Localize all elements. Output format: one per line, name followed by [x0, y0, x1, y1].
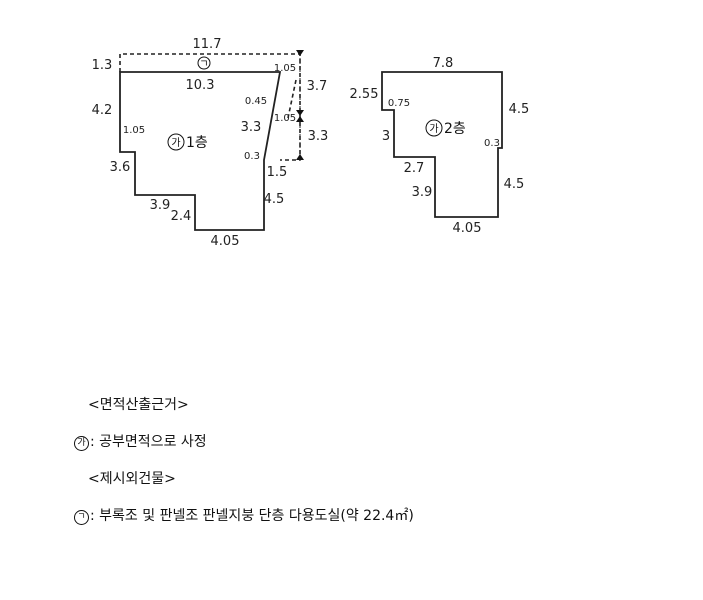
dim-top-left-offset: 1.3: [92, 58, 113, 73]
floor1-plan: ㄱ 가 1층 11.7 1.3 10.3 1.05 3.7 3.3 0.45 1…: [92, 37, 329, 249]
floor1-marker-circle: [167, 133, 185, 151]
floor1-label: 1층: [186, 135, 208, 151]
dim-step-width: 3.9: [150, 198, 171, 213]
notes-section: <면적산출근거> 가: 공부면적으로 사정 <제시외건물> ㄱ: 부록조 및 판…: [74, 396, 674, 544]
dim2-left-small: 0.75: [388, 98, 410, 109]
dimension-tick-mid-lower: [296, 116, 304, 122]
roof-marker-text: ㄱ: [199, 59, 208, 70]
dim2-top: 7.8: [433, 56, 454, 71]
dim-inner-33: 3.3: [241, 120, 262, 135]
dim2-bottom: 4.05: [453, 221, 482, 236]
dim-right-bottom: 4.5: [264, 192, 285, 207]
floor1-marker-text: 가: [171, 137, 180, 149]
floor2-label: 2층: [444, 121, 466, 137]
floor1-outline: [119, 71, 282, 231]
note-heading-extra-building: <제시외건물>: [88, 471, 176, 487]
dim-right-top-small: 1.05: [274, 63, 296, 74]
note-marker-ga: 가: [74, 436, 89, 451]
dim-right-upper: 3.7: [307, 79, 328, 94]
floor2-outline: [381, 71, 503, 218]
floor2-marker-circle: [425, 119, 443, 137]
dim2-left-lower: 3.9: [412, 185, 433, 200]
dim2-right-upper: 4.5: [509, 102, 530, 117]
dim2-step-width: 2.7: [404, 161, 425, 176]
dim-left-small: 1.05: [123, 125, 145, 136]
roof-marker-circle: [197, 56, 211, 70]
note-area-basis: 가: 공부면적으로 사정: [74, 433, 674, 451]
dim-inner-105: 1.05: [274, 113, 296, 124]
dimension-tick-top: [296, 50, 304, 56]
note-area-basis-text: : 공부면적으로 사정: [90, 434, 207, 450]
dim-inner-03: 0.3: [244, 151, 260, 162]
note-heading-area-basis: <면적산출근거>: [88, 397, 189, 413]
note-extra-building-text: : 부록조 및 판넬조 판넬지붕 단층 다용도실(약 22.4㎡): [90, 508, 414, 524]
dim2-left-top: 2.55: [350, 87, 379, 102]
dim2-right-lower: 4.5: [504, 177, 525, 192]
dim-right-step: 1.5: [267, 165, 288, 180]
dim-left-lower: 3.6: [110, 160, 131, 175]
dim-bottom: 4.05: [211, 234, 240, 249]
dim2-right-small: 0.3: [484, 138, 500, 149]
dim-top-overall: 11.7: [193, 37, 222, 52]
note-marker-giyeok: ㄱ: [74, 510, 89, 525]
dim2-left-mid: 3: [382, 129, 390, 144]
dim-top-inner: 10.3: [186, 78, 215, 93]
note-extra-building: ㄱ: 부록조 및 판넬조 판넬지붕 단층 다용도실(약 22.4㎡): [74, 507, 674, 525]
floor-plan-diagram: ㄱ 가 1층 11.7 1.3 10.3 1.05 3.7 3.3 0.45 1…: [92, 37, 530, 249]
dimension-tick-mid-upper: [296, 110, 304, 116]
dim-right-lower: 3.3: [308, 129, 329, 144]
dimension-tick-bottom: [296, 154, 304, 160]
dim-step-height: 2.4: [171, 209, 192, 224]
dim-left-upper: 4.2: [92, 103, 113, 118]
dim-inner-045: 0.45: [245, 96, 267, 107]
floor2-marker-text: 가: [429, 123, 438, 135]
floor2-plan: 가 2층 7.8 2.55 0.75 4.5 3 0.3 2.7 4.5 3.9…: [350, 56, 530, 236]
